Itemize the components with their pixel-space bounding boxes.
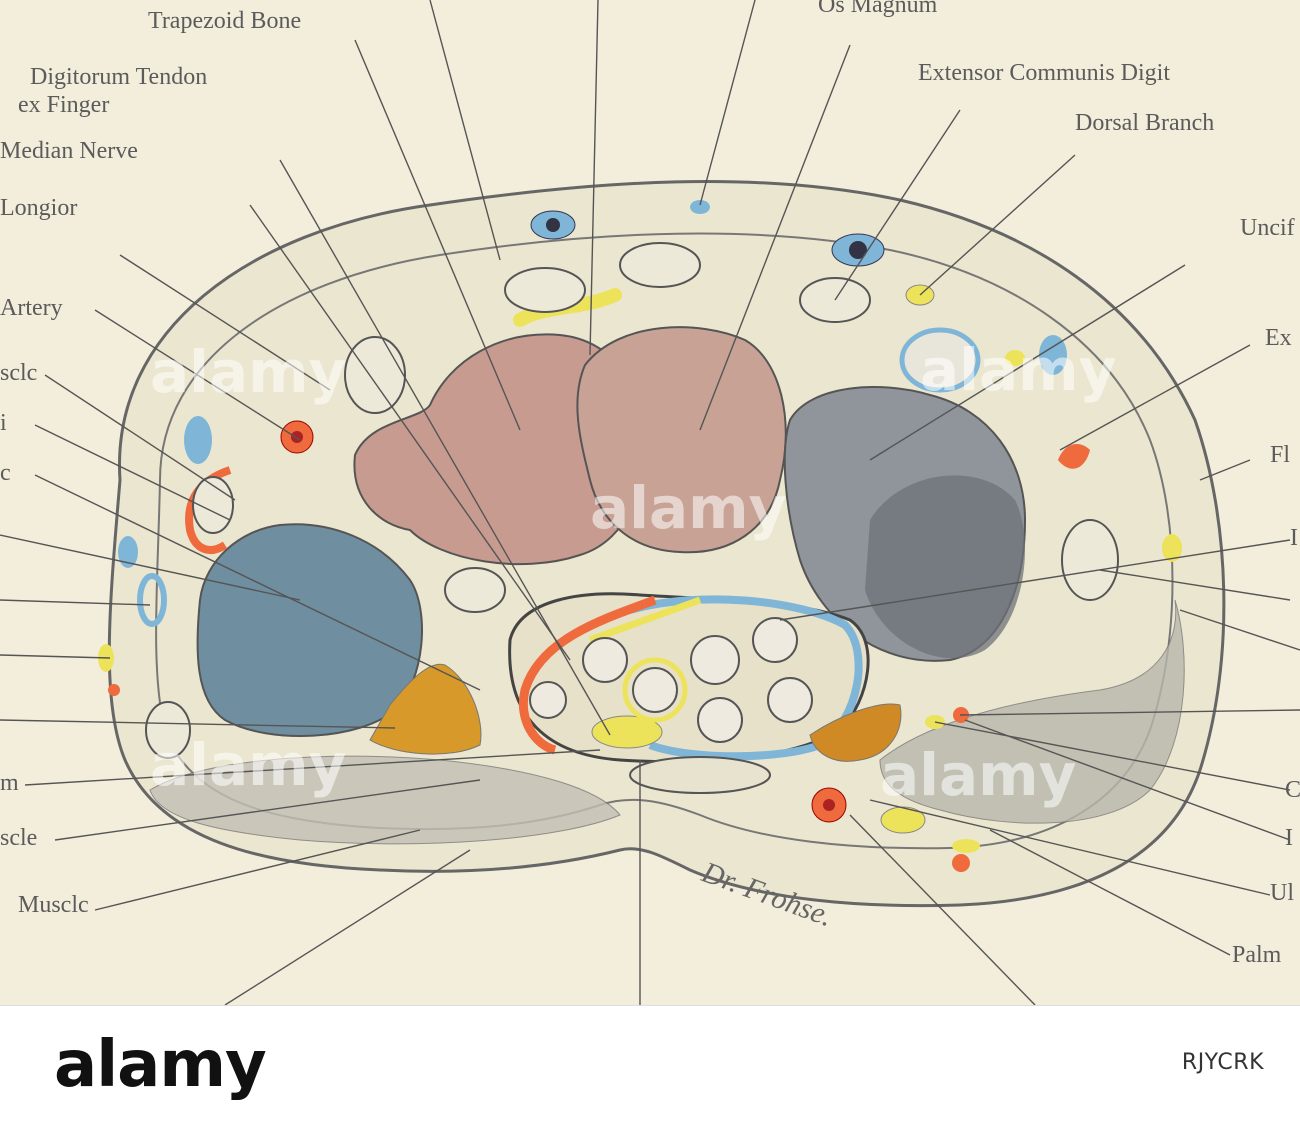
ochre-muscle-right xyxy=(809,703,902,762)
label-index-finger: ex Finger xyxy=(18,92,109,118)
label-uncif: Uncif xyxy=(1240,215,1295,241)
label-os-magnum: Os Magnum xyxy=(818,0,938,18)
vein-dorsal-3 xyxy=(690,200,710,214)
flexor-sheath xyxy=(629,756,771,794)
vein-left-1 xyxy=(184,416,212,464)
label-palm: Palm xyxy=(1232,942,1282,968)
vein-right-1 xyxy=(1039,335,1067,375)
anatomical-plate: Trapezoid Bone Os Magnum Digitorum Tendo… xyxy=(0,0,1300,1005)
extensor-tendon-2 xyxy=(504,267,586,313)
tendon-left-2 xyxy=(145,701,191,759)
label-extensor-communis: Extensor Communis Digit xyxy=(918,60,1170,86)
label-scle: sclc xyxy=(0,360,37,386)
label-c: c xyxy=(0,460,11,486)
nerve-right-2 xyxy=(1162,534,1182,562)
extensor-tendon-1 xyxy=(344,336,406,414)
tendon-4 xyxy=(752,617,798,663)
hypothenar-mass xyxy=(879,599,1185,824)
tendon-left-1 xyxy=(192,476,234,534)
brand-logo[interactable]: alamy xyxy=(54,1028,267,1102)
label-m: m xyxy=(0,770,19,796)
label-i-right-2: I xyxy=(1285,825,1293,851)
artery-left-small xyxy=(108,684,120,696)
extensor-tendon-3 xyxy=(619,242,701,288)
tendon-1 xyxy=(582,637,628,683)
tendon-2 xyxy=(632,667,678,713)
label-dorsal-branch: Dorsal Branch xyxy=(1075,110,1214,136)
ulnar-bursa xyxy=(628,595,863,761)
unciform-bone-shadow xyxy=(865,475,1025,659)
thenar-mass xyxy=(149,755,621,845)
tendon-ring xyxy=(622,657,688,723)
label-longior: Longior xyxy=(0,195,77,221)
ochre-muscle-left xyxy=(369,663,482,755)
tendon-mid-1 xyxy=(444,567,506,613)
label-fl: Fl xyxy=(1270,442,1290,468)
label-trapezoid-bone: Trapezoid Bone xyxy=(148,8,301,34)
label-i-right-1: I xyxy=(1290,525,1298,551)
nerve-right-1 xyxy=(1005,350,1025,366)
artery-right-crescent xyxy=(1058,444,1090,469)
label-c-right: C xyxy=(1285,777,1300,803)
label-digitorum-tendon: Digitorum Tendon xyxy=(30,64,207,90)
label-i: i xyxy=(0,410,7,436)
label-ex: Ex xyxy=(1265,325,1292,351)
brand-text: alamy xyxy=(54,1028,267,1102)
radial-bursa xyxy=(519,595,657,755)
leader-lines xyxy=(0,0,1300,1005)
artery-palmar-2 xyxy=(952,854,970,872)
stock-footer: alamy RJYCRK xyxy=(0,1005,1300,1125)
tendon-3 xyxy=(690,635,740,685)
label-median-nerve: Median Nerve xyxy=(0,138,138,164)
artery-palmar-1-core xyxy=(823,799,835,811)
tendon-6 xyxy=(767,677,813,723)
extensor-tendon-5 xyxy=(899,327,981,393)
label-muscle-left-1: scle xyxy=(0,825,37,851)
median-nerve xyxy=(591,715,663,749)
vein-left-3 xyxy=(137,573,167,627)
nerve-small-1 xyxy=(952,839,980,853)
vein-left-2 xyxy=(118,536,138,568)
tendon-5 xyxy=(697,697,743,743)
image-reference-id: RJYCRK xyxy=(1181,1050,1264,1075)
artery-left-core xyxy=(291,431,303,443)
nerve-ulnar xyxy=(880,806,926,834)
tendon-7 xyxy=(529,681,567,719)
label-ul: Ul xyxy=(1270,880,1294,906)
trapezium-bone xyxy=(196,523,423,738)
vein-dorsal-1-core xyxy=(546,218,560,232)
label-artery: Artery xyxy=(0,295,63,321)
median-nerve-streak xyxy=(588,596,702,644)
label-muscle-left-2: Musclc xyxy=(18,892,89,918)
extensor-tendon-6 xyxy=(1061,519,1119,601)
os-magnum xyxy=(576,326,787,554)
vein-dorsal-2-core xyxy=(849,241,867,259)
